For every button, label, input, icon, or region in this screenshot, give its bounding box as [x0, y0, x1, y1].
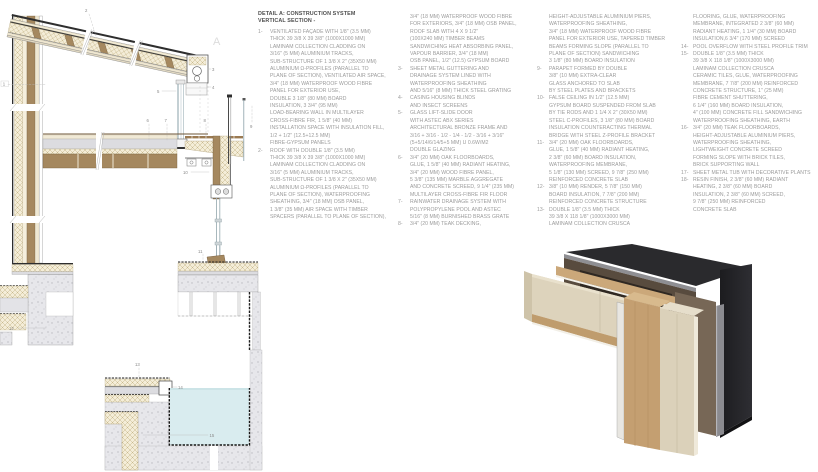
svg-text:4: 4: [212, 85, 215, 90]
legend-column-4: FLOORING, GLUE, WATERPROOFING MEMBRANE, …: [681, 14, 818, 214]
legend-item: 7-RAINWATER DRAINAGE SYSTEM WITH POLYPRO…: [398, 199, 510, 220]
svg-text:8: 8: [204, 118, 207, 123]
legend-item: 15-DOUBLE 1/8" (3.5 MM) THICK 39 3/8 X 1…: [681, 51, 802, 124]
render-black-box: [720, 264, 752, 434]
blind-casing: [185, 82, 208, 96]
legend-item: 8-3/4" (20 MM) TEAK DECKING,: [398, 221, 481, 228]
floor-slab: [42, 131, 208, 171]
balcony-fascia: [210, 135, 233, 258]
legend-item: 3/4" (18 MM) WATERPROOF WOOD FIBRE FOR E…: [410, 14, 517, 65]
svg-text:12: 12: [9, 326, 14, 331]
legend-item: 2-ROOF WITH DOUBLE 1/8" (3.5 MM) THICK 3…: [258, 147, 386, 221]
render-silver-strip: [616, 301, 625, 441]
render-roof-slab: [566, 244, 750, 286]
svg-text:9: 9: [250, 124, 253, 129]
svg-text:11: 11: [198, 249, 203, 254]
legend-item: HEIGHT-ADJUSTABLE ALUMINIUM PIERS, WATER…: [549, 14, 666, 65]
terrace-slab: [177, 246, 261, 351]
pool-insulation: [104, 411, 139, 471]
svg-text:2: 2: [85, 8, 88, 13]
legend-item: 9-PARAPET FORMED BY DOUBLE 3/8" (10 MM) …: [537, 65, 636, 95]
legend-item: 6-3/4" (20 MM) OAK FLOORBOARDS, GLUE, 1 …: [398, 154, 515, 198]
leader-labels: 1 2 3 4 5 6 7 8 9 10 11 12 13 1: [0, 8, 253, 438]
render-oak-column: [624, 298, 660, 450]
svg-text:15: 15: [210, 433, 215, 438]
svg-text:3: 3: [212, 67, 215, 72]
legend-item: 11-3/4" (20 MM) OAK FLOORBOARDS, GLUE, 1…: [537, 139, 650, 183]
legend-item: 10-FALSE CEILING IN 1/2" (12.5 MM) GYPSU…: [537, 95, 656, 139]
roof-section: [6, 13, 196, 78]
gutter-detail: [185, 54, 209, 96]
legend-column-1: 1-VENTILATED FAÇADE WITH 1/8" (3.5 MM) T…: [258, 29, 398, 222]
legend-item: 17-SHEET METAL TUB WITH DECORATIVE PLANT…: [681, 169, 811, 176]
watermark-a: A: [213, 36, 221, 48]
pool-section: [104, 349, 263, 471]
legend-item: 4-CASING HOUSING BLINDS AND INSECT SCREE…: [398, 95, 476, 109]
legend-item: 1-VENTILATED FAÇADE WITH 1/8" (3.5 MM) T…: [258, 29, 386, 147]
legend-column-2: 3/4" (18 MM) WATERPROOF WOOD FIBRE FOR E…: [398, 14, 538, 229]
svg-text:6: 6: [147, 118, 150, 123]
legend-item: FLOORING, GLUE, WATERPROOFING MEMBRANE, …: [693, 14, 797, 43]
pool-water: [170, 388, 249, 445]
legend-item: 5-GLASS LIFT-SLIDE DOOR WITH ASTEC ABX S…: [398, 110, 508, 154]
legend-item: 13-DOUBLE 1/8" (3.5 MM) THICK 39 3/8 X 1…: [537, 206, 631, 228]
wall-section: [9, 15, 46, 264]
legend-column-3: HEIGHT-ADJUSTABLE ALUMINIUM PIERS, WATER…: [537, 14, 679, 229]
legend-item: 3-SHEET METAL GUTTERING AND DRAINAGE SYS…: [398, 65, 512, 95]
legend-item: 16-3/4" (20 MM) TEAK FLOORBOARDS, HEIGHT…: [681, 125, 796, 169]
legend-item: 18-RESIN FINISH, 2 3/8" (60 MM) RADIANT …: [681, 176, 789, 213]
svg-text:14: 14: [178, 385, 183, 390]
parapet-glass: [227, 94, 246, 164]
svg-text:1: 1: [3, 82, 6, 87]
svg-text:5: 5: [157, 89, 160, 94]
ground-junction: [0, 262, 74, 346]
legend-item: 14-POOL OVERFLOW WITH STEEL PROFILE TRIM: [681, 43, 808, 50]
svg-text:10: 10: [183, 170, 188, 175]
render-metal-edge: [564, 254, 696, 292]
section-drawing: A: [0, 8, 263, 471]
svg-text:7: 7: [165, 118, 168, 123]
render-assembly: [524, 244, 752, 456]
legend-item: 12-3/8" (10 MM) RENDER, 5 7/8" (150 MM) …: [537, 184, 647, 206]
detail-render-3d: [524, 244, 752, 456]
page-title: DETAIL A: CONSTRUCTION SYSTEM VERTICAL S…: [258, 11, 356, 25]
svg-text:13: 13: [135, 362, 140, 367]
render-metal-strip: [716, 304, 724, 437]
